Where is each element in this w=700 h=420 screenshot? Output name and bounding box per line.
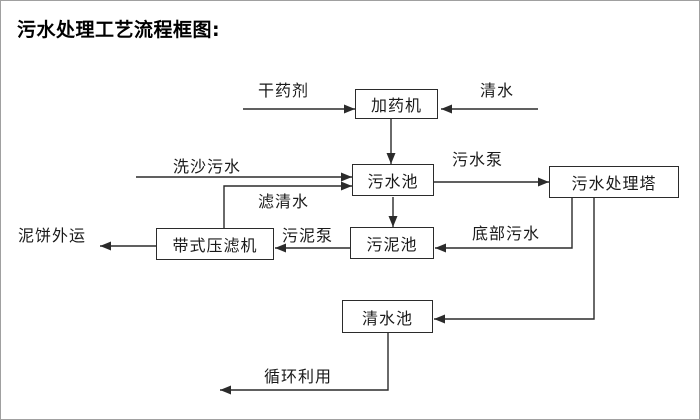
edge-label-recycle-use: 循环利用 <box>264 367 333 386</box>
node-sewage-pool-label: 污水池 <box>367 172 419 191</box>
node-belt-filter-press-label: 带式压滤机 <box>172 236 258 255</box>
edge-label-sewage-pump: 污水泵 <box>452 150 504 169</box>
node-treatment-tower-label: 污水处理塔 <box>571 174 657 193</box>
edge-tower-to-clean-pool-arrow <box>434 198 595 324</box>
page-title: 污水处理工艺流程框图: <box>17 19 221 41</box>
node-sludge-pool-label: 污泥池 <box>366 235 418 254</box>
node-clean-water-pool-label: 清水池 <box>361 308 413 328</box>
edge-label-bottom-sewage: 底部污水 <box>472 224 541 243</box>
edge-label-sludge-pump: 污泥泵 <box>282 226 334 245</box>
edge-bottom-sewage-arrow <box>435 198 573 253</box>
edge-label-mud-cake-out: 泥饼外运 <box>18 226 87 245</box>
node-sludge-pool: 污泥池 <box>350 227 434 259</box>
edge-filtered-water-arrow <box>223 181 352 228</box>
edge-label-clean-water: 清水 <box>480 81 515 100</box>
node-belt-filter-press: 带式压滤机 <box>156 228 274 260</box>
edge-label-sand-washing-sewage: 洗沙污水 <box>173 157 242 176</box>
node-dosing-machine-label: 加药机 <box>370 96 422 115</box>
edge-recycle-arrow <box>220 333 389 395</box>
node-clean-water-pool: 清水池 <box>342 300 433 333</box>
node-dosing-machine: 加药机 <box>355 89 438 119</box>
node-sewage-pool: 污水池 <box>352 164 434 196</box>
edge-label-dry-agent: 干药剂 <box>258 81 310 100</box>
edge-label-filtered-water: 滤清水 <box>258 192 310 211</box>
node-treatment-tower: 污水处理塔 <box>549 166 679 198</box>
